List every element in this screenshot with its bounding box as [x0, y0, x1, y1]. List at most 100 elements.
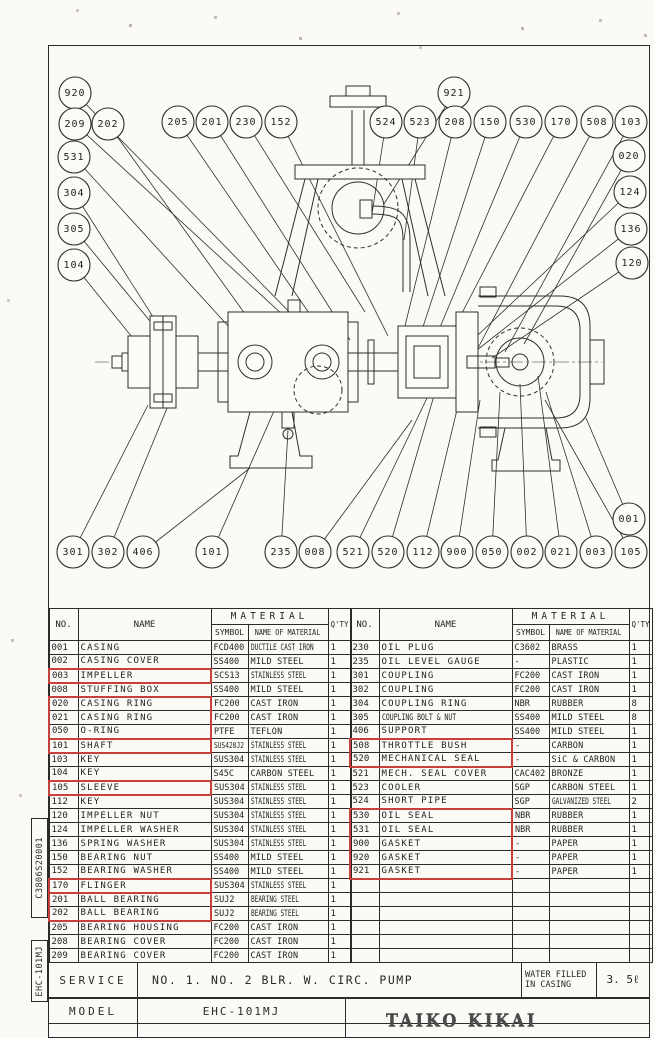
- cell-name: BEARING COVER: [77, 934, 212, 949]
- svg-text:201: 201: [201, 117, 222, 128]
- svg-text:050: 050: [481, 547, 502, 558]
- table-row: [349, 920, 653, 935]
- leader-line-900: [456, 399, 481, 553]
- cell-qty: 1: [327, 766, 352, 781]
- cell-name: CASING RING: [77, 710, 212, 725]
- cell-sym: SS400: [210, 682, 249, 697]
- leader-line-002: [519, 383, 528, 553]
- cell-sym: SUS304: [210, 794, 249, 809]
- cell-mat: [548, 878, 630, 893]
- table-row: [349, 878, 653, 893]
- cell-name: IMPELLER: [77, 667, 212, 684]
- svg-text:136: 136: [620, 224, 641, 235]
- casing-note-line1: WATER FILLED: [525, 970, 587, 980]
- cell-no: 406: [349, 724, 380, 739]
- svg-text:531: 531: [63, 152, 84, 163]
- leader-line-521: [352, 395, 429, 553]
- cell-name: [378, 934, 513, 949]
- header-no: NO.: [48, 608, 79, 641]
- cell-name: KEY: [77, 794, 212, 809]
- svg-text:202: 202: [97, 119, 118, 130]
- leader-line-021: [537, 375, 562, 553]
- cell-qty: 1: [327, 920, 352, 935]
- cell-qty: 1: [327, 822, 352, 837]
- cell-sym: -: [511, 752, 550, 767]
- svg-text:523: 523: [409, 117, 430, 128]
- cell-qty: 1: [327, 738, 352, 753]
- cell-sym: [511, 948, 550, 963]
- cell-name: BEARING COVER: [77, 948, 212, 963]
- svg-text:406: 406: [132, 547, 153, 558]
- balloon-524: 524: [369, 105, 403, 139]
- balloon-531: 531: [57, 140, 91, 174]
- cell-mat: CARBON STEEL: [548, 780, 630, 795]
- leader-line-531: [73, 156, 251, 351]
- balloon-136: 136: [614, 212, 648, 246]
- model-value: EHC-101MJ: [138, 999, 346, 1037]
- balloon-205: 205: [161, 105, 195, 139]
- casing-note-value: 3. 5ℓ: [606, 973, 640, 986]
- cell-mat: CAST IRON: [548, 682, 630, 697]
- table-row: [349, 934, 653, 949]
- cell-mat: STAINLESS STEEL: [247, 878, 329, 893]
- svg-text:101: 101: [201, 547, 222, 558]
- cell-sym: SUJ2: [210, 892, 249, 907]
- cell-no: 101: [48, 737, 79, 754]
- balloon-208: 208: [438, 105, 472, 139]
- cell-name: CASING RING: [77, 695, 212, 711]
- cell-name: CASING: [77, 640, 212, 655]
- cell-qty: 1: [628, 850, 653, 865]
- cell-mat: [548, 948, 630, 963]
- cell-mat: TEFLON: [247, 724, 329, 739]
- cell-qty: 1: [628, 654, 653, 669]
- cell-mat: STAINLESS STEEL: [247, 836, 329, 851]
- cell-no: 105: [48, 779, 79, 796]
- balloon-120: 120: [615, 246, 649, 280]
- cell-no: 920: [349, 850, 380, 865]
- leader-line-008: [314, 419, 413, 553]
- svg-text:003: 003: [585, 547, 606, 558]
- cell-name: COOLER: [378, 780, 513, 795]
- cell-no: 001: [48, 640, 79, 655]
- cell-name: BEARING HOUSING: [77, 920, 212, 935]
- cell-mat: PAPER: [548, 836, 630, 851]
- cell-sym: [511, 892, 550, 907]
- cell-name: MECHANICAL SEAL: [378, 752, 513, 768]
- cell-sym: SS400: [210, 654, 249, 669]
- leader-line-136: [471, 228, 632, 355]
- cell-sym: SUJ2: [210, 906, 249, 921]
- leader-line-208: [403, 121, 456, 331]
- cell-qty: 8: [628, 696, 653, 711]
- svg-text:921: 921: [443, 88, 464, 99]
- table-header-row: NO. NAME MATERIAL Q'TY: [48, 608, 352, 641]
- svg-text:170: 170: [550, 117, 571, 128]
- cell-no: 301: [349, 668, 380, 683]
- svg-text:021: 021: [550, 547, 571, 558]
- balloon-302: 302: [91, 535, 125, 569]
- cell-mat: MILD STEEL: [548, 724, 630, 739]
- balloon-020: 020: [612, 139, 646, 173]
- header-no: NO.: [349, 608, 380, 641]
- balloon-001: 001: [612, 502, 646, 536]
- leader-line-301: [72, 404, 149, 553]
- cell-qty: [628, 934, 653, 949]
- cell-no: 921: [349, 864, 380, 880]
- header-qty: Q'TY: [327, 608, 352, 641]
- cell-mat: RUBBER: [548, 696, 630, 711]
